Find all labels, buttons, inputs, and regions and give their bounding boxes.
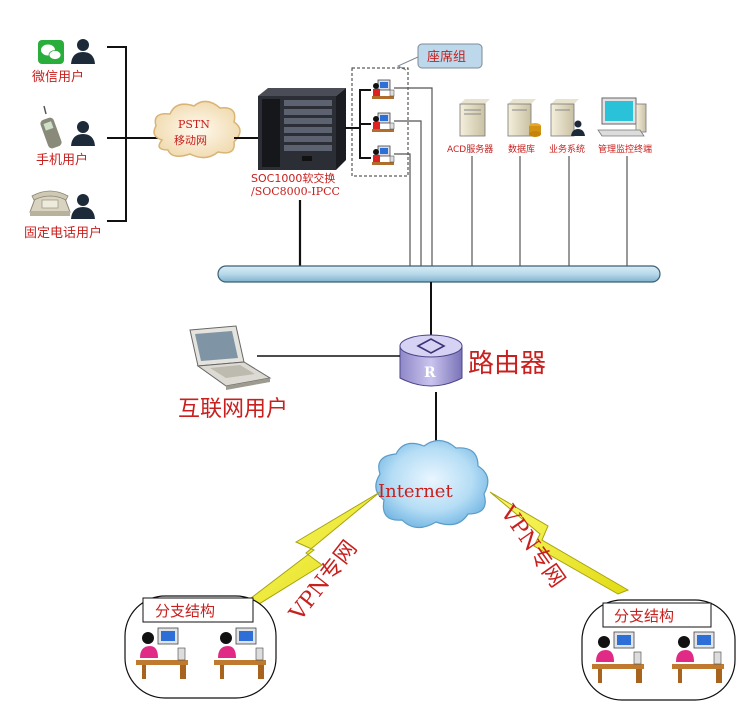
softswitch-server: SOC1000软交换 /SOC8000-IPCC: [251, 88, 346, 198]
agent-group-callout: 座席组: [396, 43, 483, 71]
user-landline: 固定电话用户: [24, 190, 102, 241]
users-bracket: [107, 46, 160, 222]
agent-workstation-icon: [592, 631, 644, 683]
agent-workstation-icon: [214, 627, 266, 679]
acd-server-label: ACD服务器: [447, 143, 493, 155]
internet-user-label: 互联网用户: [178, 397, 288, 422]
wechat-icon: [38, 40, 64, 64]
server-icon: [459, 99, 490, 137]
server-icon: [258, 88, 346, 170]
acd-server: ACD服务器: [447, 99, 493, 155]
monitor-terminal-icon: [597, 97, 647, 137]
user-mobile: 手机用户: [36, 105, 95, 168]
cloud-icon: [375, 439, 489, 529]
agent-workstation-icon: [372, 79, 395, 99]
internet-label: Internet: [378, 481, 453, 502]
lan-bus: [217, 265, 661, 283]
agent-workstation-icon: [672, 631, 724, 683]
softswitch-label-1: SOC1000软交换: [251, 171, 335, 185]
business-server: 业务系统: [549, 99, 585, 155]
business-system-label: 业务系统: [549, 143, 585, 155]
cloud-icon: [153, 100, 241, 159]
server-icon: [550, 99, 579, 137]
monitor-terminal-label: 管理监控终端: [598, 143, 652, 155]
wechat-user-label: 微信用户: [32, 69, 84, 85]
branch-left-title-box: [142, 597, 254, 623]
agent-workstation-icon: [372, 112, 395, 132]
landline-user-label: 固定电话用户: [24, 225, 102, 241]
softswitch-label-2: /SOC8000-IPCC: [251, 185, 340, 198]
router-label: 路由器: [468, 349, 546, 379]
vpn-link-right: VPN专网: [489, 491, 630, 595]
database-label: 数据库: [508, 143, 535, 155]
pstn-cloud: PSTN 移动网: [153, 100, 241, 159]
branch-left: 分支结构: [124, 595, 277, 699]
server-icon: [507, 99, 541, 137]
mobile-phone-icon: [40, 105, 62, 149]
agent-group-box: [351, 67, 409, 177]
telephone-icon: [29, 190, 71, 216]
agent-workstation-icon: [136, 627, 188, 679]
person-icon: [71, 121, 95, 146]
monitor-terminal: 管理监控终端: [597, 97, 652, 155]
database-server: 数据库: [507, 99, 541, 155]
person-icon: [571, 120, 585, 136]
mobile-user-label: 手机用户: [36, 152, 88, 168]
router-icon: R: [399, 334, 463, 387]
pstn-label-2: 移动网: [174, 134, 207, 147]
lightning-icon: [489, 491, 630, 595]
branch-left-label: 分支结构: [155, 602, 215, 620]
pstn-label-1: PSTN: [178, 118, 210, 131]
branch-right-title-box: [602, 602, 712, 628]
svg-text:R: R: [424, 365, 436, 381]
person-icon: [71, 194, 95, 219]
vpn-right-label: VPN专网: [495, 500, 570, 592]
agent-workstation-icon: [372, 145, 395, 165]
agent-group: 座席组: [345, 43, 483, 268]
router: R 路由器: [399, 334, 546, 387]
branch-right: 分支结构: [581, 599, 736, 701]
laptop-icon: [189, 325, 272, 390]
person-icon: [71, 39, 95, 64]
internet-user: 互联网用户: [178, 325, 288, 422]
internet-cloud: Internet: [375, 439, 489, 529]
user-wechat: 微信用户: [32, 39, 95, 85]
branch-right-label: 分支结构: [614, 607, 674, 625]
agent-group-label: 座席组: [427, 49, 466, 65]
